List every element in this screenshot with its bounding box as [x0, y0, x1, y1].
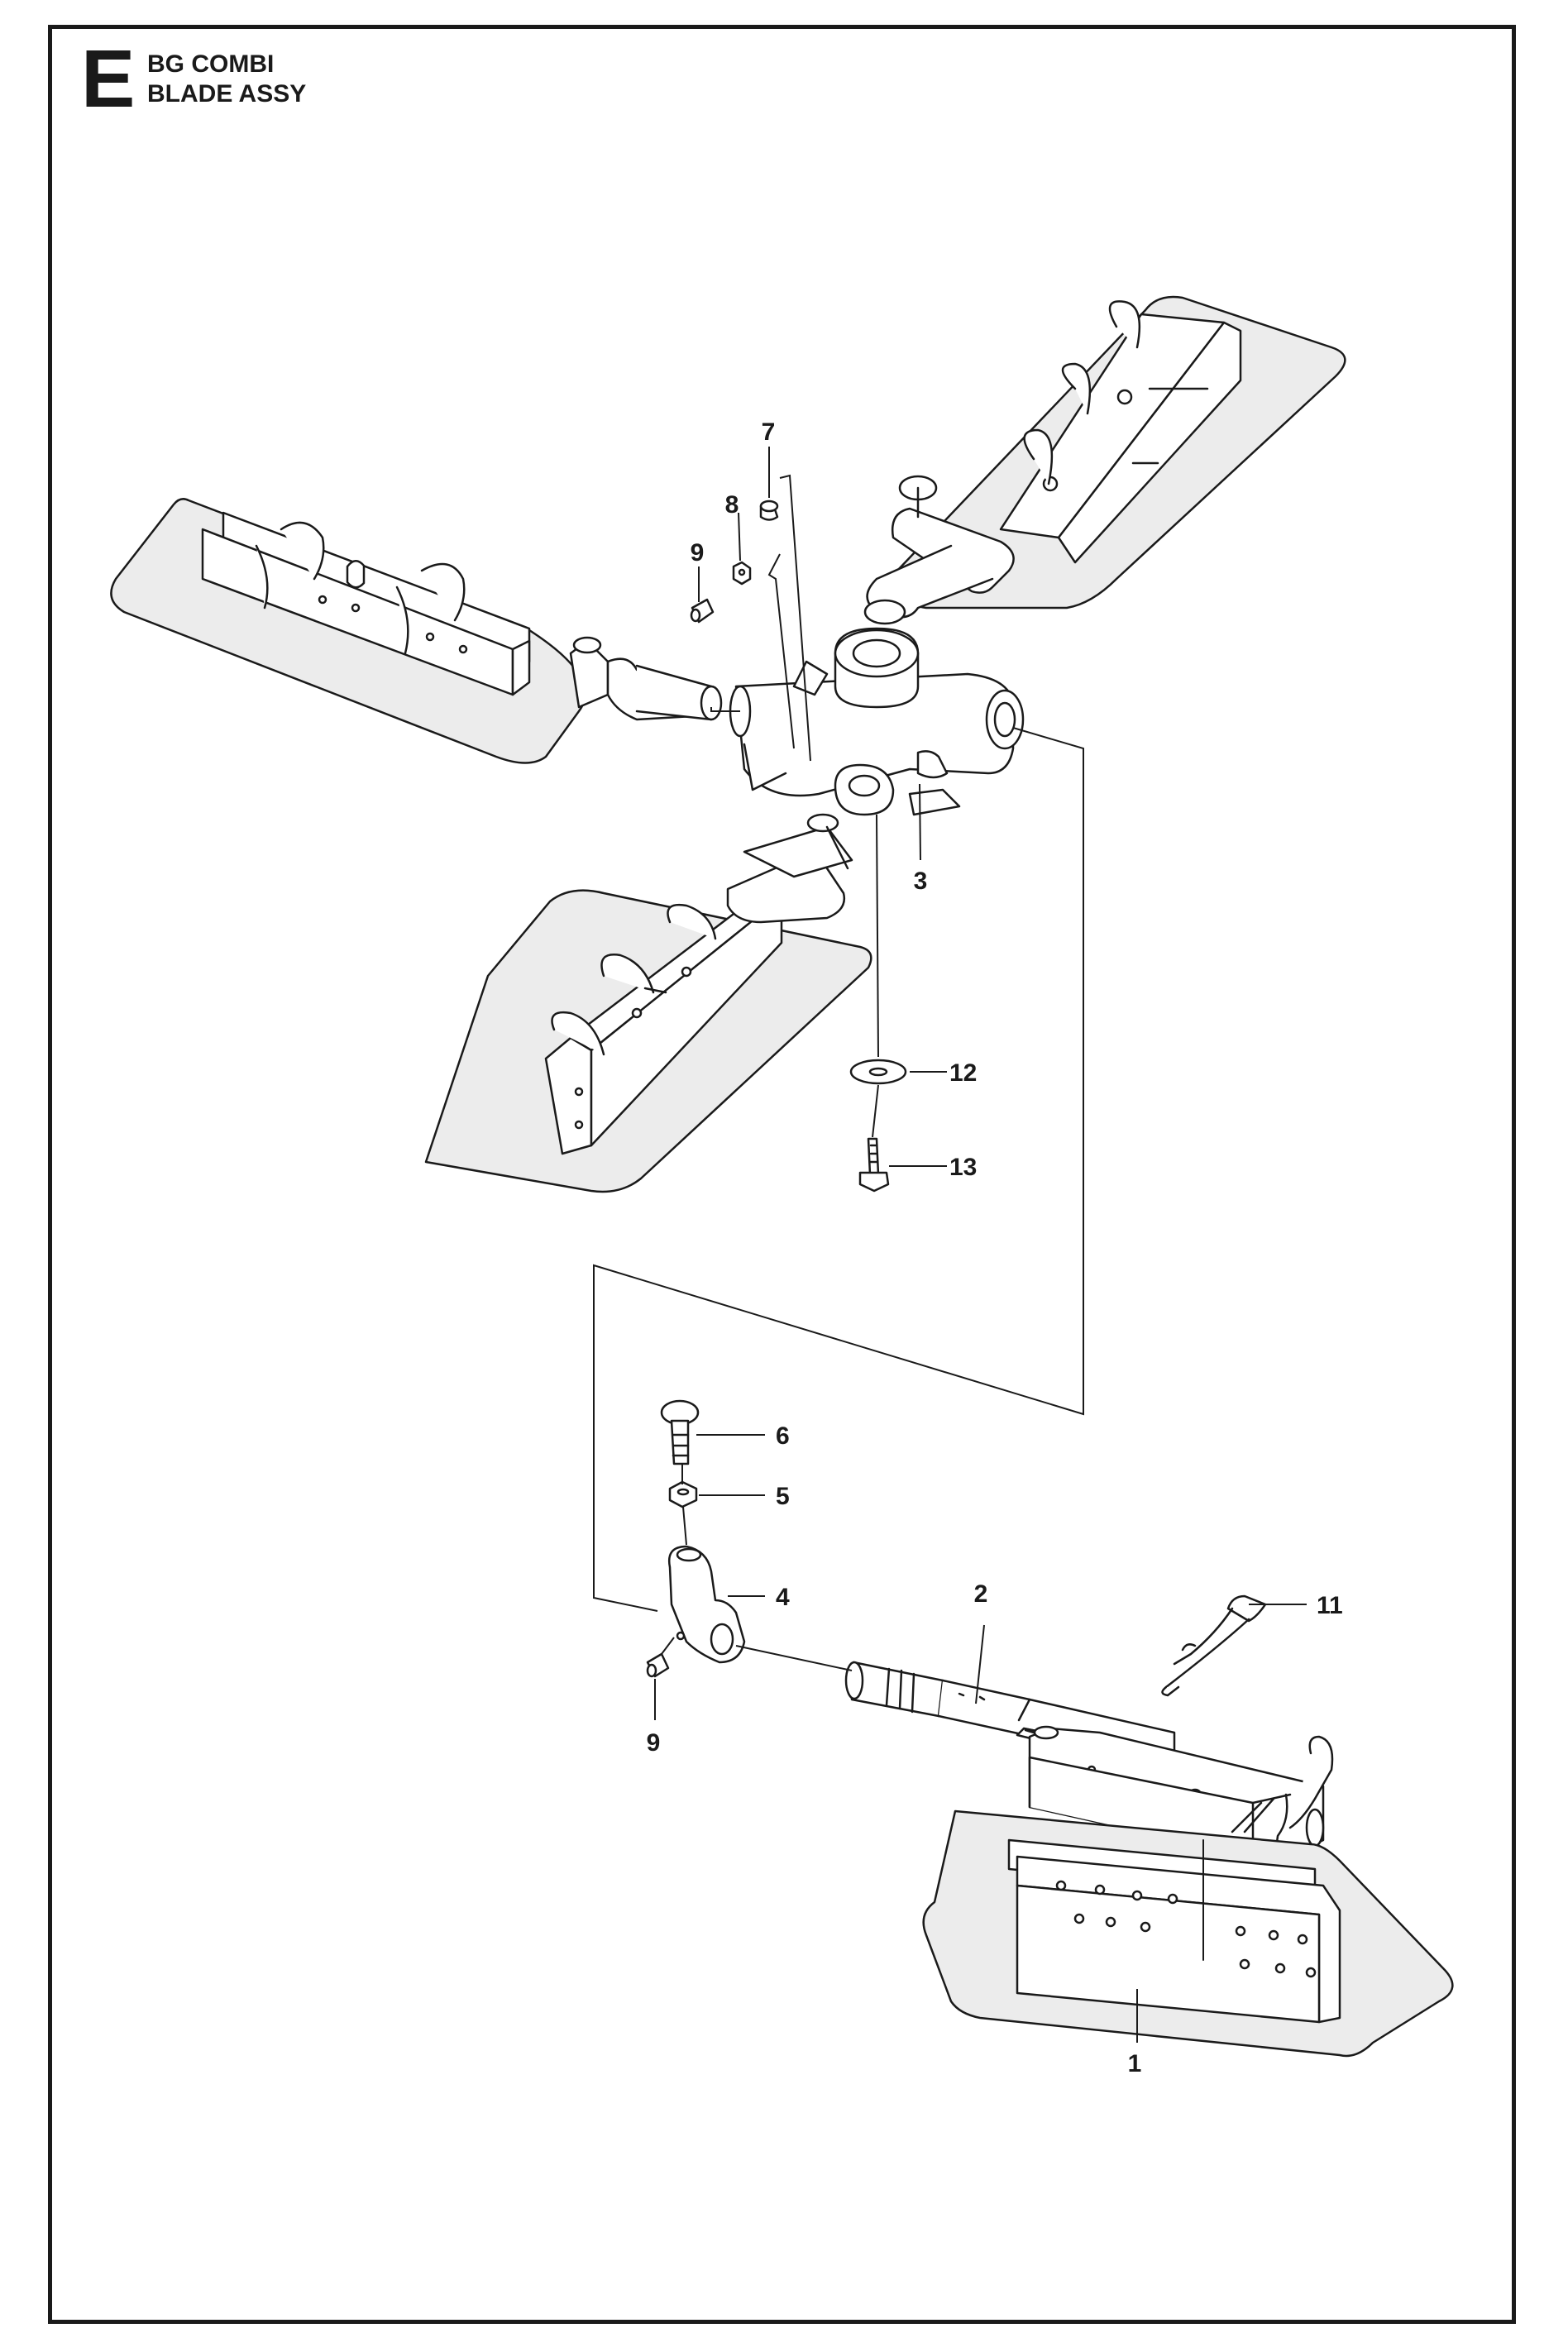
- part-8-nut: [732, 561, 752, 586]
- part-4-clamp-arm: [667, 1545, 746, 1664]
- callout-11: 11: [1317, 1592, 1343, 1619]
- blade-shaft-upper-left: [569, 636, 723, 721]
- part-7-screw: [759, 500, 779, 521]
- callout-8: 8: [725, 491, 739, 519]
- callout-12: 12: [949, 1059, 977, 1087]
- callout-3: 3: [914, 868, 928, 895]
- part-1-blade-plate: [922, 1809, 1454, 2058]
- blade-holder-upper-left: [201, 511, 531, 696]
- callout-2: 2: [974, 1580, 988, 1608]
- blade-plate-upper-right: [863, 295, 1346, 625]
- callout-4: 4: [776, 1584, 790, 1611]
- callout-1: 1: [1128, 2050, 1142, 2077]
- blade-plate-upper-left: [110, 498, 723, 764]
- title-block: BG COMBI BLADE ASSY: [147, 50, 306, 109]
- drawing-frame: [48, 25, 1516, 2324]
- callout-6: 6: [776, 1422, 790, 1450]
- assembly-name: BLADE ASSY: [147, 80, 307, 108]
- part-11-r-clip: [1161, 1594, 1267, 1697]
- part-13-bolt: [858, 1137, 890, 1193]
- part-9-set-screw-upper: [690, 598, 715, 624]
- blade-plate-lower-middle: [424, 813, 872, 1193]
- part-9-set-screw-lower: [646, 1652, 670, 1678]
- part-2-blade-shaft: [844, 1661, 1334, 1871]
- callout-7: 7: [762, 418, 776, 446]
- part-6-carriage-bolt: [660, 1399, 700, 1465]
- callout-5: 5: [776, 1483, 790, 1510]
- blade-holder-upper-right: [999, 300, 1242, 564]
- blade-shaft-upper-right: [863, 475, 1015, 625]
- callout-9-upper: 9: [691, 539, 705, 566]
- assembly-guide-lines: [593, 474, 1084, 1671]
- section-letter: E: [81, 33, 135, 124]
- callout-leaders: [654, 447, 1307, 2043]
- blade-shaft-lower-middle: [726, 813, 853, 924]
- callout-9-lower: 9: [647, 1729, 661, 1757]
- part-12-washer: [849, 1059, 907, 1085]
- blade-holder-lower-middle: [544, 892, 783, 1155]
- part-5-nut: [668, 1480, 698, 1508]
- callout-13: 13: [949, 1154, 977, 1181]
- hub-assembly: [729, 627, 1025, 816]
- product-name: BG COMBI: [147, 50, 275, 78]
